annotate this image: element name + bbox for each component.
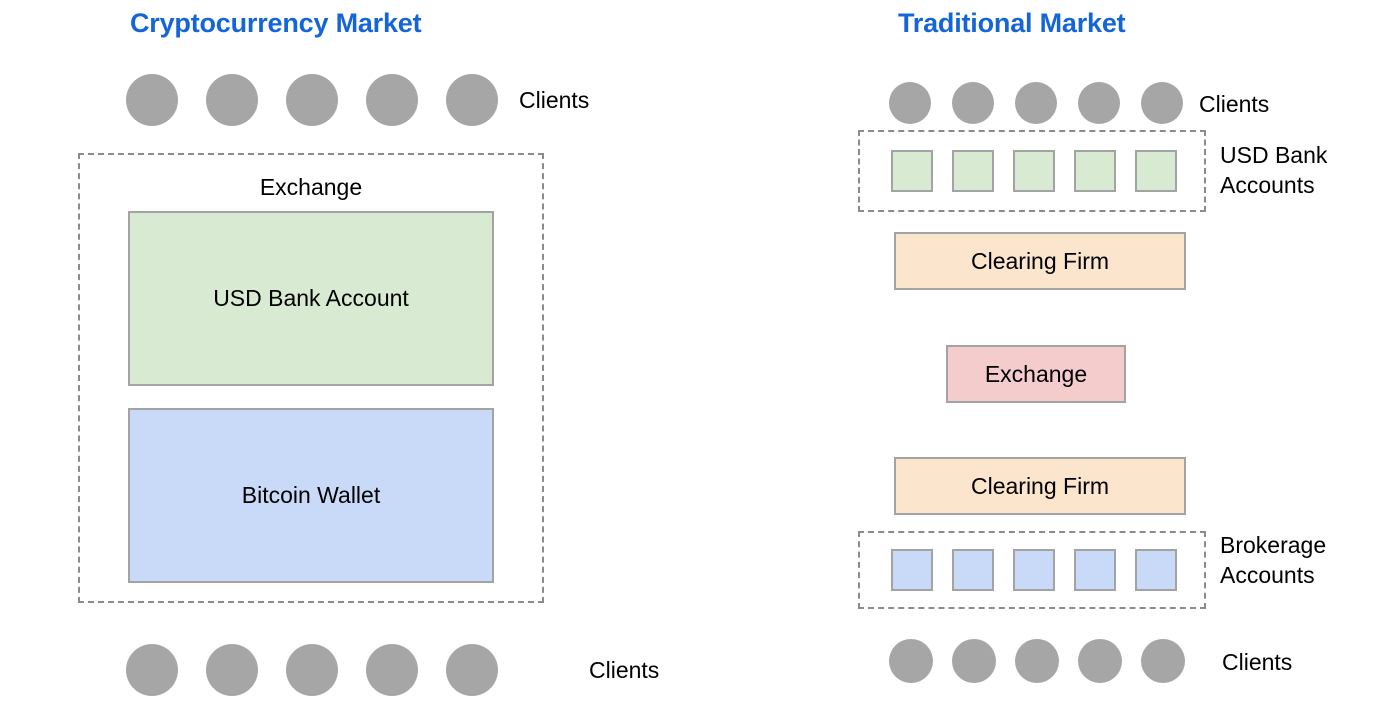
exchange-container bbox=[78, 153, 544, 603]
usd-bank-account-square[interactable] bbox=[1135, 150, 1177, 192]
usd-bank-account-squares bbox=[891, 150, 1177, 192]
right-panel-title: Traditional Market bbox=[898, 8, 1126, 38]
client-dot[interactable] bbox=[1141, 82, 1183, 124]
clearing-firm-top-label: Clearing Firm bbox=[970, 247, 1110, 274]
left-panel-title: Cryptocurrency Market bbox=[130, 8, 422, 38]
brokerage-accounts-label: Brokerage Accounts bbox=[1220, 532, 1327, 588]
bitcoin-wallet-box[interactable]: Bitcoin Wallet bbox=[128, 408, 494, 583]
brokerage-account-squares bbox=[891, 549, 1177, 591]
usd-bank-accounts-container bbox=[858, 130, 1206, 212]
usd-bank-account-square[interactable] bbox=[1074, 150, 1116, 192]
exchange-box-label: Exchange bbox=[984, 360, 1088, 387]
left-bottom-clients-label: Clients bbox=[589, 657, 660, 683]
client-dot[interactable] bbox=[126, 74, 178, 126]
right-top-clients-label: Clients bbox=[1199, 91, 1270, 117]
client-dot[interactable] bbox=[446, 644, 498, 696]
brokerage-account-square[interactable] bbox=[1135, 549, 1177, 591]
usd-bank-accounts-label: USD Bank Accounts bbox=[1220, 142, 1328, 198]
client-dot[interactable] bbox=[126, 644, 178, 696]
usd-bank-account-square[interactable] bbox=[952, 150, 994, 192]
client-dot[interactable] bbox=[889, 82, 931, 124]
client-dot[interactable] bbox=[286, 74, 338, 126]
client-dot[interactable] bbox=[446, 74, 498, 126]
client-dot[interactable] bbox=[366, 74, 418, 126]
usd-bank-account-square[interactable] bbox=[891, 150, 933, 192]
right-top-clients-row bbox=[889, 82, 1183, 124]
clearing-firm-bottom-label: Clearing Firm bbox=[970, 472, 1110, 499]
client-dot[interactable] bbox=[1141, 639, 1185, 683]
brokerage-account-square[interactable] bbox=[891, 549, 933, 591]
clearing-firm-top-box[interactable]: Clearing Firm bbox=[894, 232, 1186, 290]
client-dot[interactable] bbox=[1078, 639, 1122, 683]
left-top-clients-label: Clients bbox=[519, 87, 590, 113]
client-dot[interactable] bbox=[206, 644, 258, 696]
usd-bank-account-square[interactable] bbox=[1013, 150, 1055, 192]
brokerage-account-square[interactable] bbox=[952, 549, 994, 591]
right-bottom-clients-row bbox=[889, 639, 1185, 683]
client-dot[interactable] bbox=[1015, 639, 1059, 683]
client-dot[interactable] bbox=[952, 82, 994, 124]
client-dot[interactable] bbox=[1078, 82, 1120, 124]
left-bottom-clients-row bbox=[126, 644, 498, 696]
client-dot[interactable] bbox=[206, 74, 258, 126]
usd-bank-account-box[interactable]: USD Bank Account bbox=[128, 211, 494, 386]
brokerage-account-square[interactable] bbox=[1074, 549, 1116, 591]
client-dot[interactable] bbox=[1015, 82, 1057, 124]
exchange-caption: Exchange bbox=[259, 174, 363, 200]
client-dot[interactable] bbox=[889, 639, 933, 683]
client-dot[interactable] bbox=[952, 639, 996, 683]
brokerage-account-square[interactable] bbox=[1013, 549, 1055, 591]
brokerage-accounts-container bbox=[858, 531, 1206, 609]
bitcoin-wallet-label: Bitcoin Wallet bbox=[241, 482, 381, 508]
client-dot[interactable] bbox=[366, 644, 418, 696]
exchange-box[interactable]: Exchange bbox=[946, 345, 1126, 403]
clearing-firm-bottom-box[interactable]: Clearing Firm bbox=[894, 457, 1186, 515]
left-top-clients-row bbox=[126, 74, 498, 126]
right-bottom-clients-label: Clients bbox=[1222, 649, 1293, 675]
client-dot[interactable] bbox=[286, 644, 338, 696]
usd-bank-account-label: USD Bank Account bbox=[213, 285, 409, 311]
